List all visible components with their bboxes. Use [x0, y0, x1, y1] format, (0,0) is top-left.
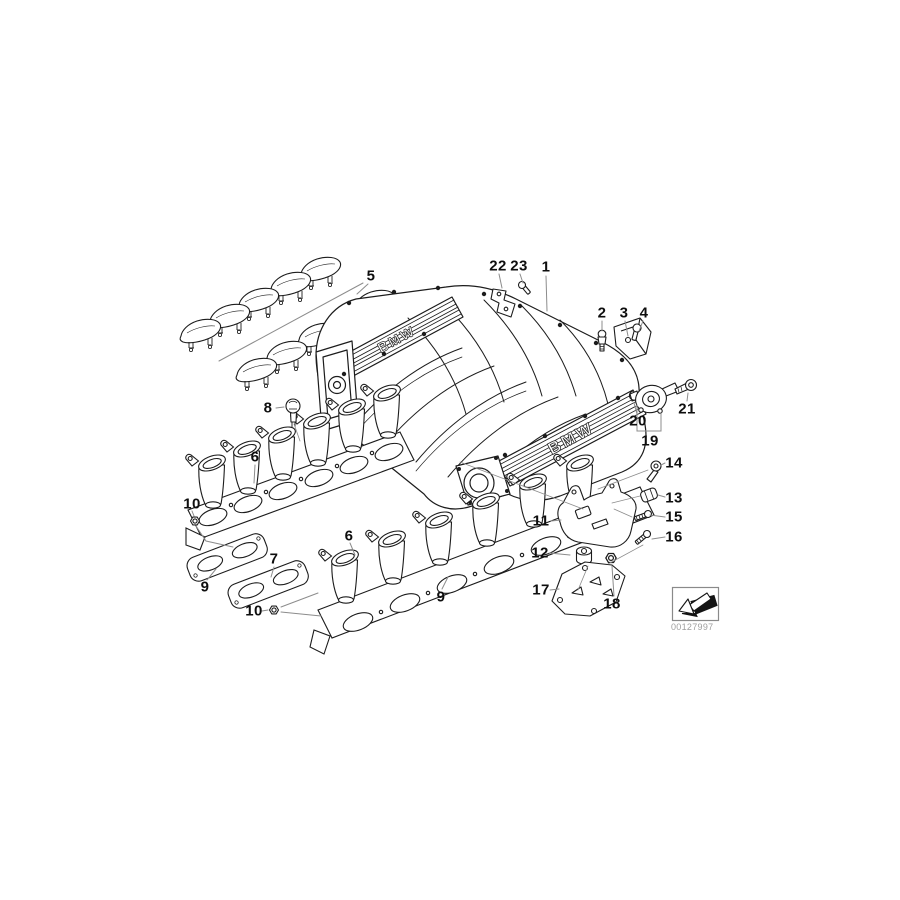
callout-17: 17	[532, 581, 550, 599]
callout-13: 13	[665, 489, 683, 507]
callout-6-row-a: 6	[250, 448, 260, 466]
callout-11: 11	[532, 512, 550, 530]
bolt-14	[646, 460, 662, 483]
clip-20	[628, 390, 636, 401]
callout-20: 20	[629, 412, 647, 430]
leader-lines	[191, 273, 689, 617]
callout-4: 4	[639, 304, 649, 322]
nut-10-row-a	[189, 516, 201, 526]
screw-23	[517, 280, 531, 295]
callout-15: 15	[665, 508, 683, 526]
callout-9-row-b: 9	[436, 588, 446, 606]
callout-5: 5	[366, 267, 376, 285]
image-id-text: 00127997	[671, 622, 714, 632]
callout-10-row-b: 10	[245, 602, 263, 620]
callout-8: 8	[263, 399, 273, 417]
nut-10-row-b	[268, 605, 280, 615]
callout-16: 16	[665, 528, 683, 546]
callout-3: 3	[619, 304, 629, 322]
callout-6-row-b: 6	[344, 527, 354, 545]
ball-screw-8	[285, 398, 301, 427]
callout-7: 7	[269, 550, 279, 568]
screw-16	[633, 528, 653, 547]
callout-21: 21	[678, 400, 696, 418]
callout-10-row-a: 10	[183, 495, 201, 513]
bolt-21	[674, 378, 698, 395]
callout-22: 22	[489, 257, 507, 275]
throttle-row-a	[185, 381, 415, 551]
callout-9-row-a: 9	[200, 578, 210, 596]
grommet-12	[575, 546, 593, 565]
bracket-plate-17	[551, 561, 626, 617]
callout-18: 18	[603, 595, 621, 613]
nut-18	[605, 552, 617, 564]
clamp-13	[640, 487, 658, 503]
bracket-22	[490, 288, 516, 318]
callout-23: 23	[510, 257, 528, 275]
callout-12: 12	[531, 544, 549, 562]
callout-1: 1	[541, 258, 551, 276]
direction-arrow-icon	[671, 586, 720, 622]
callout-19: 19	[641, 432, 659, 450]
callout-2: 2	[597, 304, 607, 322]
callout-14: 14	[665, 454, 683, 472]
